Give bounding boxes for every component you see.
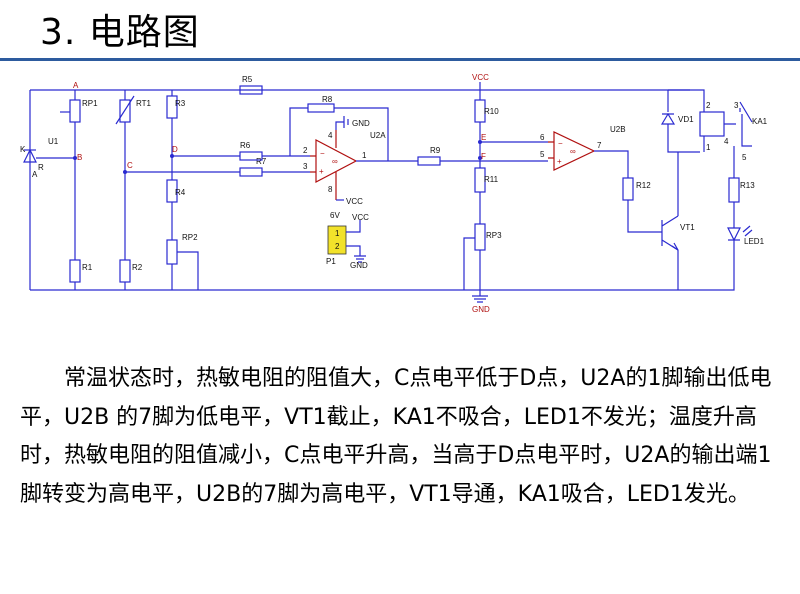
label-RT1: RT1 xyxy=(136,99,152,108)
label-VT1: VT1 xyxy=(680,223,695,232)
p1-connector xyxy=(327,225,347,255)
r7-resistor xyxy=(239,167,263,177)
circuit-diagram: U1 K R A A RP1 B R1 RT1 C R2 R7 R3 D R4 … xyxy=(20,73,768,314)
label-A_u1: A xyxy=(32,170,38,179)
label-nodeC: C xyxy=(127,161,133,170)
label-R11: R11 xyxy=(484,175,499,184)
r12-resistor xyxy=(622,177,634,201)
label-R1: R1 xyxy=(82,263,93,272)
svg-text:+: + xyxy=(557,157,562,166)
label-U2A: U2A xyxy=(370,131,386,140)
svg-text:−: − xyxy=(320,149,325,158)
label-nodeD: D xyxy=(172,145,178,154)
label-RP2: RP2 xyxy=(182,233,198,242)
rp2-potentiometer xyxy=(166,239,178,265)
label-R6: R6 xyxy=(240,141,251,150)
ka1-relay-coil xyxy=(699,111,725,137)
vd1-diode xyxy=(660,112,676,125)
label-U1: U1 xyxy=(48,137,59,146)
label-opB_7: 7 xyxy=(597,141,602,150)
label-ka_1: 1 xyxy=(706,143,711,152)
r1-resistor xyxy=(69,259,81,283)
r13-resistor xyxy=(728,177,740,203)
vt1-transistor xyxy=(661,152,679,290)
label-ka_3: 3 xyxy=(734,101,739,110)
page-title: 3. 电路图 xyxy=(40,12,200,53)
label-R8: R8 xyxy=(322,95,333,104)
label-R9: R9 xyxy=(430,146,441,155)
label-nodeB: B xyxy=(77,153,82,162)
svg-text:∞: ∞ xyxy=(332,157,338,166)
label-VCC1: VCC xyxy=(346,197,363,206)
svg-text:+: + xyxy=(319,167,324,176)
label-pin2: 2 xyxy=(335,242,340,251)
label-pin1: 1 xyxy=(335,229,340,238)
title-underline xyxy=(0,58,800,61)
label-P1: P1 xyxy=(326,257,336,266)
label-RP1: RP1 xyxy=(82,99,98,108)
label-R_u1: R xyxy=(38,163,44,172)
u2b-opamp xyxy=(553,131,596,171)
r5-resistor xyxy=(239,85,263,95)
label-opB_5: 5 xyxy=(540,150,545,159)
label-nodeF: F xyxy=(481,152,486,161)
label-GND2: GND xyxy=(350,261,368,270)
label-KA1: KA1 xyxy=(752,117,768,126)
label-R4: R4 xyxy=(175,188,186,197)
label-VD1: VD1 xyxy=(678,115,694,124)
label-ka_2: 2 xyxy=(706,101,711,110)
label-nodeE: E xyxy=(481,133,486,142)
label-U2B: U2B xyxy=(610,125,626,134)
label-ka_5: 5 xyxy=(742,153,747,162)
label-opA_8: 8 xyxy=(328,185,333,194)
label-R2: R2 xyxy=(132,263,143,272)
label-VCC2: VCC xyxy=(352,213,369,222)
label-LED1: LED1 xyxy=(744,237,765,246)
label-opA_in2: 2 xyxy=(303,146,308,155)
label-ka_4: 4 xyxy=(724,137,729,146)
label-v6: 6V xyxy=(330,211,340,220)
label-R10: R10 xyxy=(484,107,499,116)
label-VCC3: VCC xyxy=(472,73,489,82)
label-K: K xyxy=(20,145,26,154)
explanation-text: 常温状态时，热敏电阻的阻值大，C点电平低于D点，U2A的1脚输出低电平，U2B … xyxy=(20,366,772,507)
label-opA_4: 4 xyxy=(328,131,333,140)
r2-resistor xyxy=(119,259,131,283)
label-opA_out: 1 xyxy=(362,151,367,160)
rp3-potentiometer xyxy=(474,223,486,251)
rp1-resistor xyxy=(69,99,81,123)
svg-text:−: − xyxy=(558,139,563,148)
r8-resistor xyxy=(307,103,335,113)
label-opB_6: 6 xyxy=(540,133,545,142)
r9-resistor xyxy=(417,156,441,166)
label-opA_in3: 3 xyxy=(303,162,308,171)
label-GND3: GND xyxy=(472,305,490,314)
u2a-opamp xyxy=(315,139,358,183)
label-nodeA: A xyxy=(73,81,79,90)
label-R13: R13 xyxy=(740,181,755,190)
label-GND1: GND xyxy=(352,119,370,128)
label-R12: R12 xyxy=(636,181,651,190)
explanation-paragraph: 常温状态时，热敏电阻的阻值大，C点电平低于D点，U2A的1脚输出低电平，U2B … xyxy=(20,360,780,514)
label-R5: R5 xyxy=(242,75,253,84)
label-R7: R7 xyxy=(256,157,267,166)
label-RP3: RP3 xyxy=(486,231,502,240)
svg-text:∞: ∞ xyxy=(570,147,576,156)
label-R3: R3 xyxy=(175,99,186,108)
